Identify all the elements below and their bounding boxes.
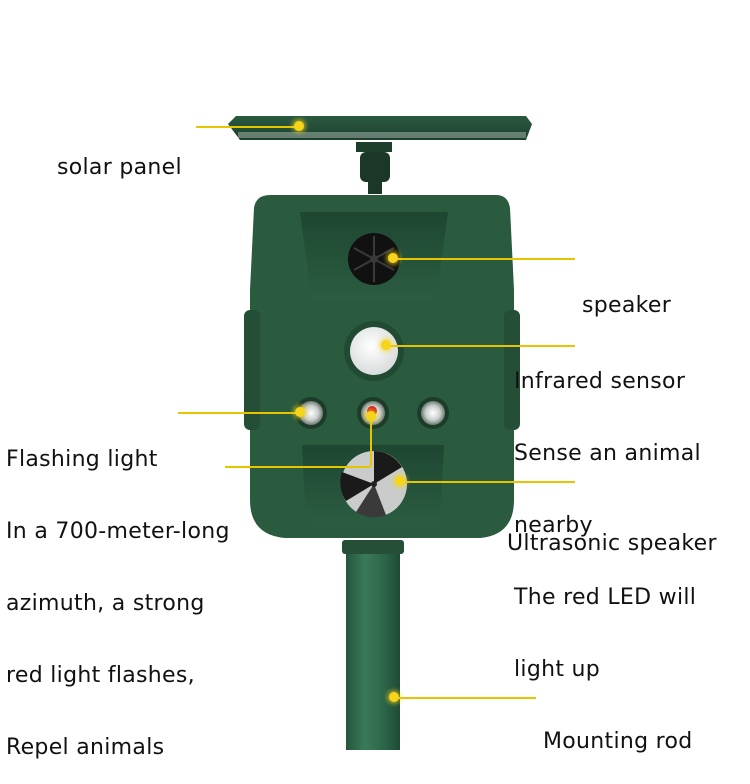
solar-panel-label-line: solar panel [57,155,182,180]
mounting-rod-shape [342,540,404,750]
red-led-leader [225,466,371,468]
ultrasonic-speaker-leader [400,481,575,483]
speaker-label-line: speaker [582,293,672,318]
infrared-sensor-label: Infrared sensor Sense an animal nearby T… [514,322,701,706]
infrared-sensor-label-line: Sense an animal [514,441,701,466]
infrared-sensor-leader [386,345,575,347]
infrared-sensor-label-line: nearby [514,513,593,538]
ultrasonic-speaker-cone [340,451,407,518]
flashing-light-label-line: In a 700-meter-long [6,519,230,544]
solar-panel-leader [196,126,300,128]
infrared-sensor-label-line: The red LED will [514,585,697,610]
speaker-grille [348,233,400,285]
flashing-light-label-line: azimuth, a strong [6,591,205,616]
solar-panel-label: solar panel [57,108,182,204]
flashing-light-label-line: Repel animals [6,735,165,760]
red-led-vertical-leader [370,418,372,466]
flashing-light-label-line: Flashing light [6,447,158,472]
animal-repeller-device-illustration [228,116,532,750]
speaker-marker-dot [388,253,398,263]
mounting-rod-label-line: Mounting rod [543,729,693,754]
speaker-leader [393,258,575,260]
solar-panel-shape [228,116,532,194]
red-led-marker-dot [366,411,376,421]
mounting-rod-leader [394,697,536,699]
ultrasonic-speaker-label: Ultrasonic speaker [507,484,717,580]
infrared-sensor-label-line: light up [514,657,601,682]
flashing-light-label: Flashing light In a 700-meter-long azimu… [6,400,230,784]
ultrasonic-speaker-marker-dot [395,476,405,486]
infrared-sensor-dome [344,321,404,381]
mounting-rod-label: Mounting rod [543,682,693,778]
ultrasonic-speaker-label-line: Ultrasonic speaker [507,531,717,556]
device-body-shape [244,195,520,538]
flashing-light-leader [178,412,300,414]
infrared-sensor-marker-dot [381,340,391,350]
infrared-sensor-label-line: Infrared sensor [514,369,686,394]
flashing-light-label-line: red light flashes, [6,663,195,688]
flashing-light-marker-dot [295,407,305,417]
solar-panel-marker-dot [294,121,304,131]
mounting-rod-marker-dot [389,692,399,702]
speaker-label: speaker [582,246,671,342]
